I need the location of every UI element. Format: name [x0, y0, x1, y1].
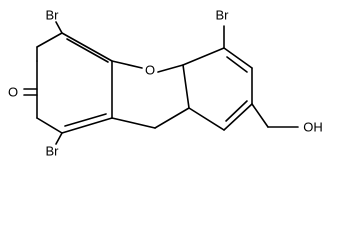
atom-oh-hydroxyl: OH	[303, 120, 323, 135]
benzofuran-ring	[111, 25, 299, 131]
atom-br-bottom-left: Br	[46, 144, 60, 159]
cyclohexadienone-ring	[23, 21, 113, 145]
chemical-structure: Br O Br O Br OH	[8, 8, 323, 159]
atom-o-ketone: O	[8, 85, 18, 100]
atom-br-top-right: Br	[216, 8, 230, 23]
atom-o-ring: O	[145, 63, 155, 78]
atom-br-top-left: Br	[46, 8, 60, 23]
